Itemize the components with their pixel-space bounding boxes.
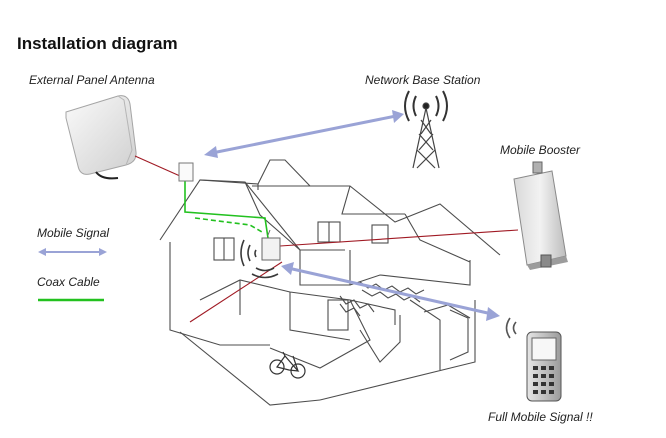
booster-cables: [134, 155, 519, 323]
roof-connector-box: [178, 162, 194, 182]
outdoor-signal-arrow: [204, 110, 404, 158]
base-station-tower-icon: [404, 90, 448, 169]
external-antenna-label: External Panel Antenna: [29, 73, 155, 87]
diagram-title: Installation diagram: [17, 34, 178, 53]
indoor-antenna-icon: [261, 229, 281, 261]
phone-signal-waves-icon: [505, 317, 517, 339]
house-drawing: [159, 159, 501, 406]
legend-mobile-signal-label: Mobile Signal: [37, 226, 110, 240]
external-panel-antenna-icon: [65, 95, 137, 180]
indoor-signal-arrow: [281, 262, 500, 321]
legend-mobile-signal-arrow-icon: [38, 248, 107, 256]
indoor-signal-waves-icon: [240, 239, 279, 279]
legend-coax-cable-label: Coax Cable: [37, 275, 100, 289]
mobile-phone-icon: [526, 331, 562, 402]
mobile-booster-label: Mobile Booster: [500, 143, 581, 157]
bicycle-icon: [269, 351, 306, 379]
mobile-booster-icon: [513, 161, 568, 270]
base-station-label: Network Base Station: [365, 73, 481, 87]
coax-cable-route: [184, 180, 269, 239]
full-mobile-signal-label: Full Mobile Signal !!: [488, 410, 593, 424]
